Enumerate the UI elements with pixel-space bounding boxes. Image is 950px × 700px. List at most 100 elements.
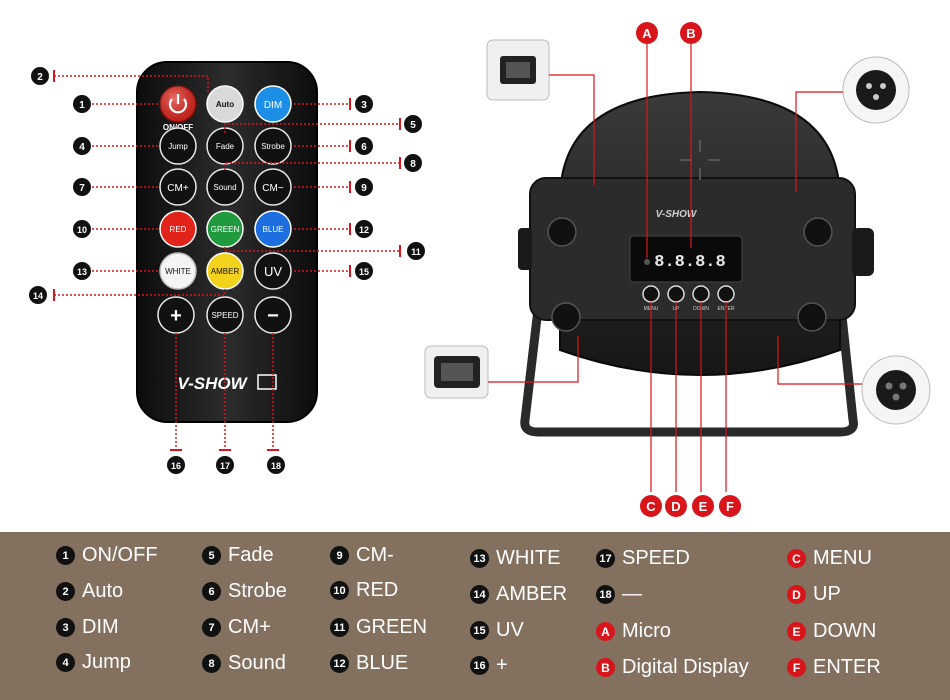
svg-text:Fade: Fade bbox=[216, 142, 235, 151]
remote-button-sound[interactable]: Sound bbox=[206, 168, 244, 206]
legend-badge: D bbox=[787, 585, 806, 604]
panel-button-down[interactable] bbox=[692, 285, 710, 303]
callout-3: 3 bbox=[355, 95, 373, 113]
legend-label: — bbox=[622, 583, 642, 605]
callout-f: F bbox=[719, 495, 741, 517]
remote-button-amber[interactable]: AMBER bbox=[206, 252, 244, 290]
panel-button-enter[interactable] bbox=[717, 285, 735, 303]
legend-label: WHITE bbox=[496, 547, 561, 569]
legend-badge: 2 bbox=[56, 582, 75, 601]
callout-c: C bbox=[640, 495, 662, 517]
xlr-female-inset bbox=[861, 355, 931, 425]
callout-15: 15 bbox=[355, 262, 373, 280]
callout-4: 4 bbox=[73, 137, 91, 155]
remote-button-minus[interactable]: − bbox=[254, 296, 292, 334]
svg-text:Auto: Auto bbox=[216, 100, 234, 109]
panel-button-menu[interactable] bbox=[642, 285, 660, 303]
svg-text:9: 9 bbox=[361, 183, 367, 194]
fixture-logo: V-SHOW bbox=[656, 209, 698, 220]
legend-label: Jump bbox=[82, 651, 131, 673]
fixture-callouts: A B C D E F bbox=[636, 22, 741, 517]
remote-button-auto[interactable]: Auto bbox=[206, 85, 244, 123]
remote-button-speed[interactable]: SPEED bbox=[206, 296, 244, 334]
legend-label: BLUE bbox=[356, 652, 409, 674]
power-icon bbox=[168, 94, 188, 114]
callout-e: E bbox=[692, 495, 714, 517]
legend-label: Micro bbox=[622, 620, 671, 642]
callout-17: 17 bbox=[216, 456, 234, 474]
svg-text:6: 6 bbox=[361, 142, 367, 153]
svg-text:18: 18 bbox=[271, 461, 281, 471]
callout-16: 16 bbox=[167, 456, 185, 474]
legend-label: UV bbox=[496, 619, 524, 641]
svg-text:5: 5 bbox=[410, 120, 416, 131]
remote-button-dim[interactable]: DIM bbox=[254, 85, 292, 123]
svg-text:CM+: CM+ bbox=[167, 183, 189, 194]
display-window bbox=[629, 235, 743, 283]
svg-text:UV: UV bbox=[264, 264, 282, 279]
callout-d: D bbox=[665, 495, 687, 517]
legend-badge: 4 bbox=[56, 653, 75, 672]
svg-text:2: 2 bbox=[37, 72, 43, 83]
remote-button-cm-plus[interactable]: CM+ bbox=[159, 168, 197, 206]
svg-text:12: 12 bbox=[359, 225, 369, 235]
remote-button-plus[interactable]: + bbox=[157, 296, 195, 334]
legend-label: DIM bbox=[82, 616, 119, 638]
callout-5: 5 bbox=[404, 115, 422, 133]
remote-button-on-off[interactable] bbox=[159, 85, 197, 123]
legend-label: RED bbox=[356, 579, 399, 601]
legend-item: 16 + bbox=[470, 654, 508, 677]
screw-icon bbox=[547, 217, 833, 332]
legend-badge: 15 bbox=[470, 621, 489, 640]
legend-badge: E bbox=[787, 622, 806, 641]
remote-button-fade[interactable]: Fade bbox=[206, 127, 244, 165]
svg-text:15: 15 bbox=[359, 267, 369, 277]
svg-text:Strobe: Strobe bbox=[261, 142, 285, 151]
svg-text:16: 16 bbox=[171, 461, 181, 471]
legend-badge: A bbox=[596, 622, 615, 641]
product-diagram: ON/OFF Auto DIM Jump Fade Strobe CM+ bbox=[29, 22, 931, 517]
remote-callouts: 2 1 3 5 4 6 8 7 9 10 12 11 13 15 14 16 1… bbox=[29, 67, 425, 474]
legend-badge: 9 bbox=[330, 546, 349, 565]
legend-badge: 1 bbox=[56, 546, 75, 565]
remote-control: ON/OFF Auto DIM Jump Fade Strobe CM+ bbox=[136, 61, 318, 423]
legend-badge: B bbox=[596, 658, 615, 677]
callout-1: 1 bbox=[73, 95, 91, 113]
remote-button-red[interactable]: RED bbox=[159, 210, 197, 248]
legend-label: SPEED bbox=[622, 547, 690, 569]
legend-label: Strobe bbox=[228, 580, 287, 602]
callout-13: 13 bbox=[73, 262, 91, 280]
legend-badge: F bbox=[787, 658, 806, 677]
panel-button-up[interactable] bbox=[667, 285, 685, 303]
remote-button-uv[interactable]: UV bbox=[254, 252, 292, 290]
remote-leader-ticks bbox=[53, 70, 401, 451]
remote-button-white[interactable]: WHITE bbox=[159, 252, 197, 290]
remote-button-strobe[interactable]: Strobe bbox=[254, 127, 292, 165]
svg-text:B: B bbox=[686, 26, 695, 41]
svg-text:Jump: Jump bbox=[168, 142, 188, 151]
legend-label: MENU bbox=[813, 547, 872, 569]
remote-button-blue[interactable]: BLUE bbox=[254, 210, 292, 248]
legend-badge: 16 bbox=[470, 656, 489, 675]
callout-2: 2 bbox=[31, 67, 49, 85]
legend-badge: 6 bbox=[202, 582, 221, 601]
remote-button-cm-minus[interactable]: CM− bbox=[254, 168, 292, 206]
svg-text:4: 4 bbox=[79, 142, 85, 153]
remote-button-green[interactable]: GREEN bbox=[206, 210, 244, 248]
remote-button-jump[interactable]: Jump bbox=[159, 127, 197, 165]
callout-9: 9 bbox=[355, 178, 373, 196]
callout-b: B bbox=[680, 22, 702, 44]
svg-text:−: − bbox=[267, 305, 279, 327]
svg-text:7: 7 bbox=[79, 183, 85, 194]
legend-item: A Micro bbox=[596, 620, 671, 643]
legend-label: + bbox=[496, 654, 508, 676]
